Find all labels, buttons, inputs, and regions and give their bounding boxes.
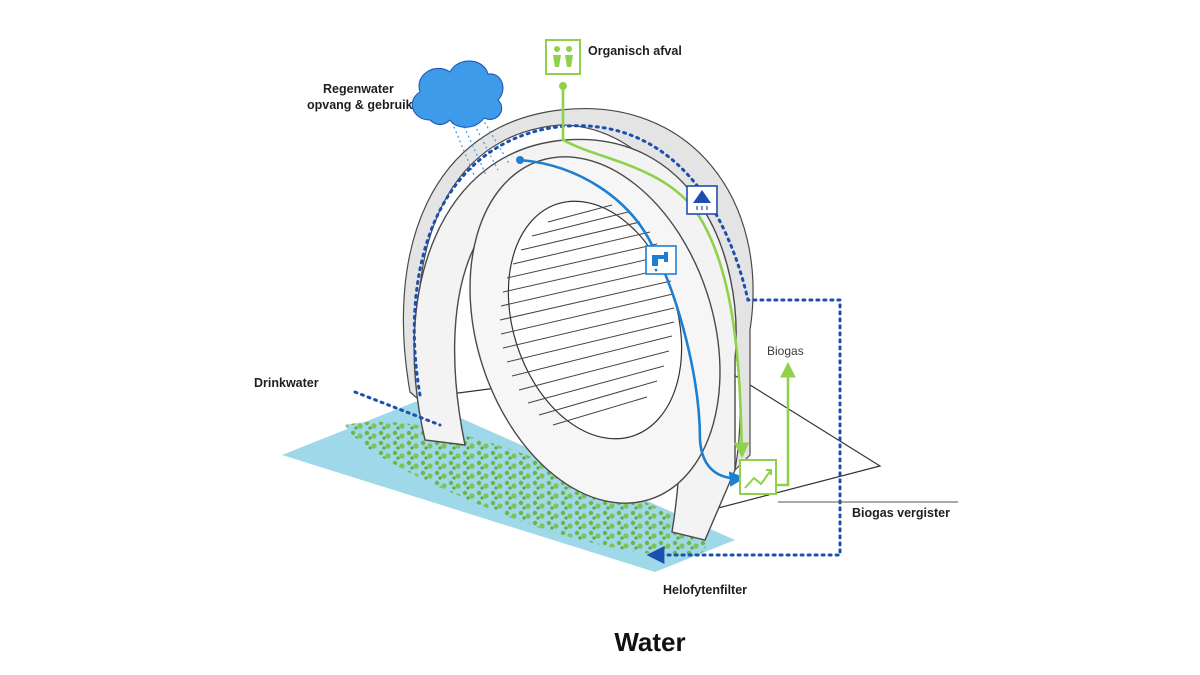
rainwater-label-line2: opvang & gebruik: [307, 98, 413, 112]
water-flow-start: [516, 156, 524, 164]
louvre-slats: [499, 204, 675, 426]
drinkwater-dotted-line: [353, 390, 442, 427]
pond-vegetation: [345, 421, 707, 556]
organic-waste-line: [561, 85, 750, 459]
rain-cloud-icon: [411, 60, 504, 128]
helophyte-filter-label: Helofytenfilter: [663, 583, 748, 597]
biogas-digester-label: Biogas vergister: [852, 506, 950, 520]
water-flow-line: [519, 158, 746, 487]
shower-icon: [686, 185, 718, 215]
organic-waste-start: [559, 82, 567, 90]
drinking-water-label: Drinkwater: [254, 376, 319, 390]
rainwater-label-line1: Regenwater: [323, 82, 394, 96]
biogas-label: Biogas: [767, 344, 804, 358]
biogas-arrow: [772, 361, 796, 487]
organic-waste-label: Organisch afval: [588, 44, 682, 58]
water-tap-icon: [645, 245, 677, 275]
rainwater-dotted-line: [412, 124, 842, 564]
diagram-title: Water: [614, 627, 686, 657]
rain-streaks: [451, 117, 511, 181]
toilet-people-icon: [545, 39, 581, 75]
biogas-digester-icon: [739, 459, 777, 495]
